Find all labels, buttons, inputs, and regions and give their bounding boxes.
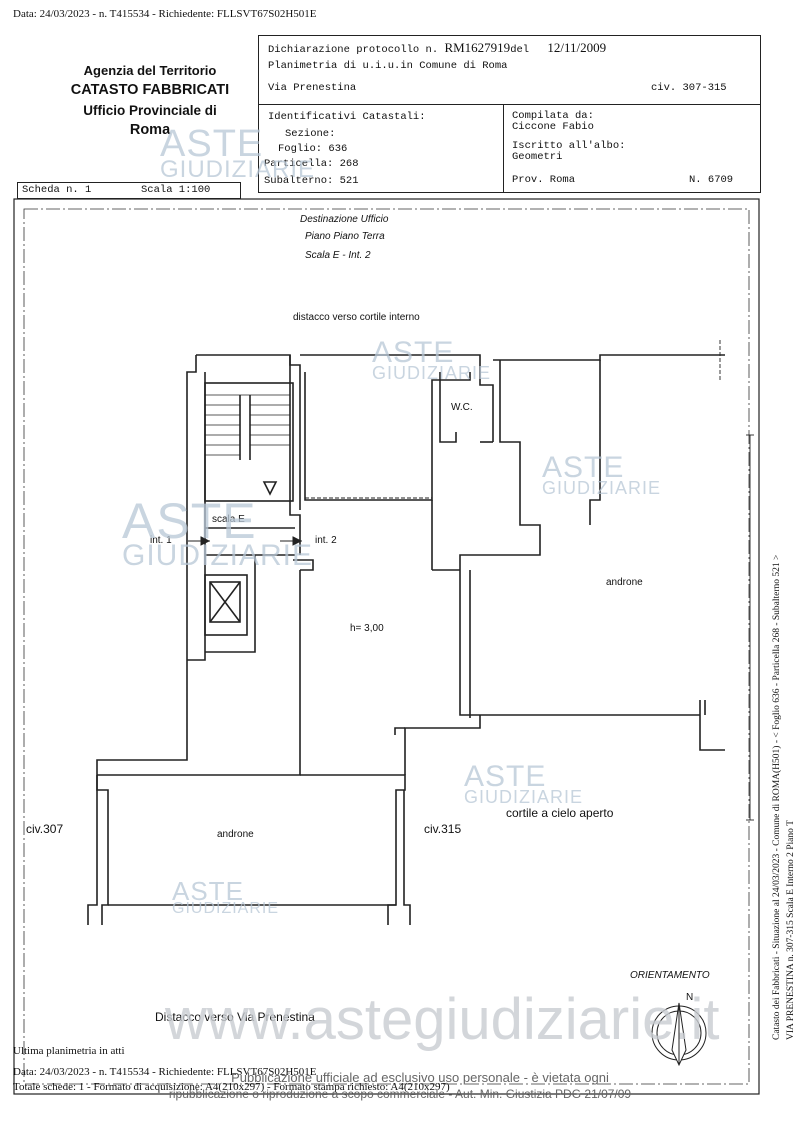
- height-label: h= 3,00: [350, 623, 384, 634]
- plan-frame: [13, 198, 760, 1095]
- distacco-cortile-label: distacco verso cortile interno: [293, 312, 420, 323]
- compilatore-name: Ciccone Fabio: [512, 121, 594, 133]
- androne-right-label: androne: [606, 577, 643, 588]
- footer-publication-notice-2: ripubblicazione o riproduzione a scopo c…: [168, 1087, 632, 1101]
- int2-label: int. 2: [315, 535, 337, 546]
- protocol-number: RM1627919: [444, 40, 511, 55]
- scala-e-label: scala E: [212, 514, 245, 525]
- protocol-line: Dichiarazione protocollo n. RM1627919del…: [268, 40, 606, 56]
- header-divider-vertical: [503, 104, 504, 192]
- request-meta: Data: 24/03/2023 - n. T415534 - Richiede…: [13, 8, 317, 20]
- header-divider-horizontal: [258, 104, 761, 105]
- registration-number: N. 6709: [689, 174, 734, 186]
- plan-inner-frame: [23, 208, 750, 1085]
- stair-interior-label: Scala E - Int. 2: [305, 250, 371, 261]
- address-civic: civ. 307-315: [651, 82, 727, 94]
- scheda-number: Scheda n. 1: [22, 184, 92, 196]
- planimetria-title: Planimetria di u.i.u.in Comune di Roma: [268, 60, 508, 72]
- dashed-boundaries: [186, 340, 721, 760]
- agency-department: CATASTO FABBRICATI: [70, 82, 230, 98]
- identificativi-label: Identificativi Catastali:: [268, 111, 426, 123]
- dichiarazione-label: Dichiarazione protocollo n.: [268, 44, 439, 56]
- albo-name: Geometri: [512, 151, 563, 163]
- particella-field: Particella: 268: [264, 158, 359, 170]
- side-cadastral-line: Catasto dei Fabbricati - Situazione al 2…: [772, 554, 782, 1040]
- north-label: N: [686, 992, 694, 1003]
- address-street: Via Prenestina: [268, 82, 357, 94]
- province-field: Prov. Roma: [512, 174, 576, 186]
- header-box: [258, 35, 761, 193]
- compilata-label: Compilata da:: [512, 110, 594, 122]
- scale-ratio: Scala 1:100: [141, 184, 211, 196]
- side-dimension: [746, 434, 754, 821]
- footer-data-line: Data: 24/03/2023 - n. T415534 - Richiede…: [13, 1066, 317, 1078]
- footer-publication-notice: Pubblicazione ufficiale ad esclusivo uso…: [231, 1070, 609, 1085]
- del-label: del: [510, 44, 530, 56]
- subalterno-field: Subalterno: 521: [264, 175, 359, 187]
- footer-totale: Totale schede: 1 - Formato di acquisizio…: [13, 1081, 450, 1093]
- cortile-label: cortile a cielo aperto: [506, 806, 614, 820]
- wc-label: W.C.: [451, 402, 473, 413]
- agency-city: Roma: [129, 122, 171, 138]
- androne-bottom-label: androne: [217, 829, 254, 840]
- compass-icon: [651, 1002, 707, 1067]
- orientamento-label: ORIENTAMENTO: [630, 970, 710, 981]
- agency-name: Agenzia del Territorio: [83, 63, 217, 78]
- sezione-field: Sezione:: [285, 128, 336, 140]
- civ315-label: civ.315: [424, 822, 462, 836]
- side-address-line: VIA PRENESTINA n. 307-315 Scala E Intern…: [786, 820, 796, 1040]
- walls: [87, 354, 725, 925]
- destination-label: Destinazione Ufficio: [300, 214, 389, 225]
- iscritto-label: Iscritto all'albo:: [512, 140, 626, 152]
- foglio-field: Foglio: 636: [278, 143, 348, 155]
- entry-arrows: [188, 536, 303, 546]
- civ307-label: civ.307: [26, 822, 64, 836]
- agency-office: Ufficio Provinciale di: [83, 103, 217, 118]
- footer-ultima: Ultima planimetria in atti: [13, 1045, 125, 1057]
- floor-label: Piano Piano Terra: [305, 231, 385, 242]
- distacco-via-label: Distacco verso Via Prenestina: [155, 1010, 315, 1024]
- protocol-date: 12/11/2009: [547, 40, 607, 55]
- int1-label: int. 1: [150, 535, 172, 546]
